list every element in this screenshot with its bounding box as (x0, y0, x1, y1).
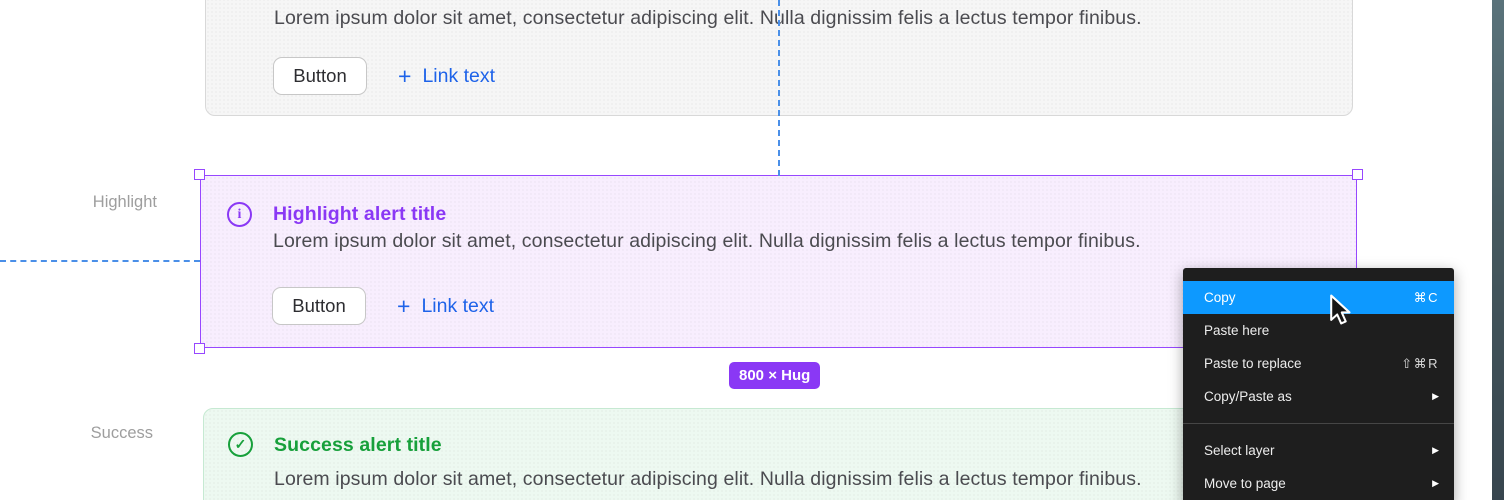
menu-item-label: Copy (1204, 290, 1236, 305)
alert-button[interactable]: Button (272, 287, 366, 325)
plus-icon: + (397, 292, 411, 319)
menu-shortcut: ⇧⌘R (1401, 355, 1439, 371)
check-icon: ✓ (228, 432, 253, 457)
selection-handle-bottom-left[interactable] (194, 343, 205, 354)
menu-item-copy-paste-as[interactable]: Copy/Paste as ▶ (1183, 380, 1454, 413)
submenu-arrow-icon: ▶ (1432, 445, 1439, 455)
menu-item-label: Paste to replace (1204, 356, 1302, 371)
menu-separator (1183, 423, 1454, 424)
alert-body-text: Lorem ipsum dolor sit amet, consectetur … (273, 230, 1141, 252)
link-text-label: Link text (422, 64, 496, 87)
menu-item-select-layer[interactable]: Select layer ▶ (1183, 434, 1454, 467)
menu-item-label: Paste here (1204, 323, 1270, 338)
side-label-highlight: Highlight (92, 193, 157, 211)
submenu-arrow-icon: ▶ (1432, 391, 1439, 401)
size-badge: 800 × Hug (729, 362, 821, 389)
link-text-label: Link text (421, 294, 495, 317)
alert-title: Highlight alert title (273, 203, 447, 225)
submenu-arrow-icon: ▶ (1432, 478, 1439, 488)
menu-item-paste-to-replace[interactable]: Paste to replace ⇧⌘R (1183, 347, 1454, 380)
menu-item-label: Copy/Paste as (1204, 389, 1292, 404)
side-label-success: Success (90, 424, 153, 442)
selection-handle-top-left[interactable] (194, 169, 205, 180)
horizontal-alignment-guide (0, 260, 200, 262)
alert-title: Success alert title (274, 434, 442, 456)
alert-body-text: Lorem ipsum dolor sit amet, consectetur … (274, 468, 1142, 490)
menu-item-copy[interactable]: Copy ⌘C (1183, 281, 1454, 314)
alert-link[interactable]: + Link text (398, 57, 495, 95)
menu-item-paste-here[interactable]: Paste here (1183, 314, 1454, 347)
context-menu: Copy ⌘C Paste here Paste to replace ⇧⌘R … (1183, 268, 1454, 500)
vertical-alignment-guide (778, 0, 780, 176)
window-edge-strip (1492, 0, 1504, 500)
alert-card-highlight[interactable]: i Highlight alert title Lorem ipsum dolo… (194, 169, 1363, 354)
alert-link[interactable]: + Link text (397, 287, 494, 325)
menu-item-label: Move to page (1204, 476, 1286, 491)
menu-shortcut: ⌘C (1413, 289, 1439, 305)
info-icon: i (227, 202, 252, 227)
menu-item-label: Select layer (1204, 443, 1275, 458)
alert-body-text: Lorem ipsum dolor sit amet, consectetur … (274, 7, 1142, 29)
menu-item-move-to-page[interactable]: Move to page ▶ (1183, 467, 1454, 500)
alert-button[interactable]: Button (273, 57, 367, 95)
selection-handle-top-right[interactable] (1352, 169, 1363, 180)
alert-card-success[interactable]: ✓ Success alert title Lorem ipsum dolor … (203, 408, 1357, 500)
plus-icon: + (398, 62, 412, 89)
